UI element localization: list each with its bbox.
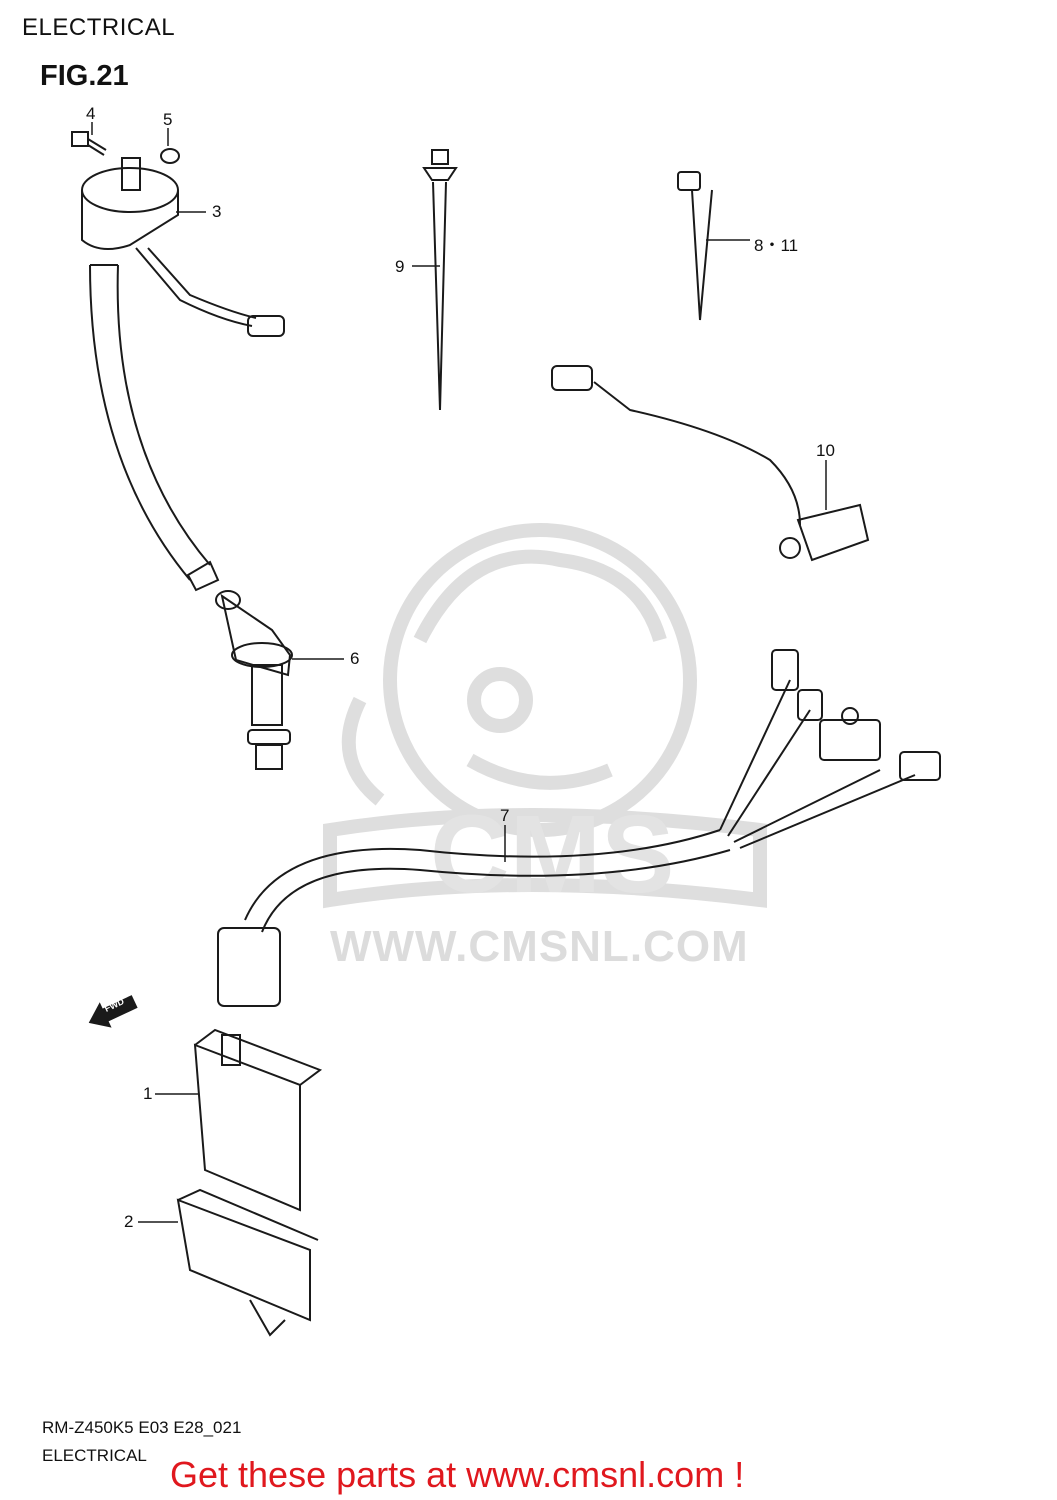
- callout-9: 9: [395, 257, 405, 276]
- callout-3: 3: [212, 202, 222, 221]
- part-6-plug-cap: [215, 590, 293, 770]
- part-9-clamp: [422, 149, 458, 411]
- callout-1: 1: [143, 1084, 153, 1103]
- part-10-sensor: [551, 365, 870, 562]
- part-8-11-tie: [677, 171, 713, 321]
- part-4-bolt: [71, 131, 107, 156]
- callout-6: 6: [350, 649, 360, 668]
- callout-2: 2: [124, 1212, 134, 1231]
- footer-title: ELECTRICAL: [42, 1446, 147, 1465]
- part-3-cap: [81, 157, 285, 337]
- callout-7: 7: [500, 806, 510, 825]
- part-7-harness: [217, 649, 941, 1007]
- part-5-washer: [160, 148, 180, 164]
- diagram-code: RM-Z450K5 E03 E28_021: [42, 1418, 242, 1437]
- leader-lines: [91, 122, 827, 1223]
- callout-4: 4: [86, 104, 96, 123]
- part-2-holder: [176, 1188, 319, 1337]
- watermark-logo: [323, 523, 767, 909]
- promo-link[interactable]: Get these parts at www.cmsnl.com !: [170, 1454, 745, 1495]
- fwd-arrow-icon: [88, 995, 138, 1028]
- callout-5: 5: [163, 110, 173, 129]
- watermark-site: WWW.CMSNL.COM: [330, 922, 749, 971]
- figure-number: FIG.21: [40, 60, 129, 92]
- callout-10: 10: [816, 441, 835, 460]
- high-tension-cord: [89, 264, 191, 581]
- part-1-cdi-unit: [193, 1028, 323, 1212]
- section-title: ELECTRICAL: [22, 14, 176, 41]
- callout-8-11: 8・11: [754, 236, 799, 255]
